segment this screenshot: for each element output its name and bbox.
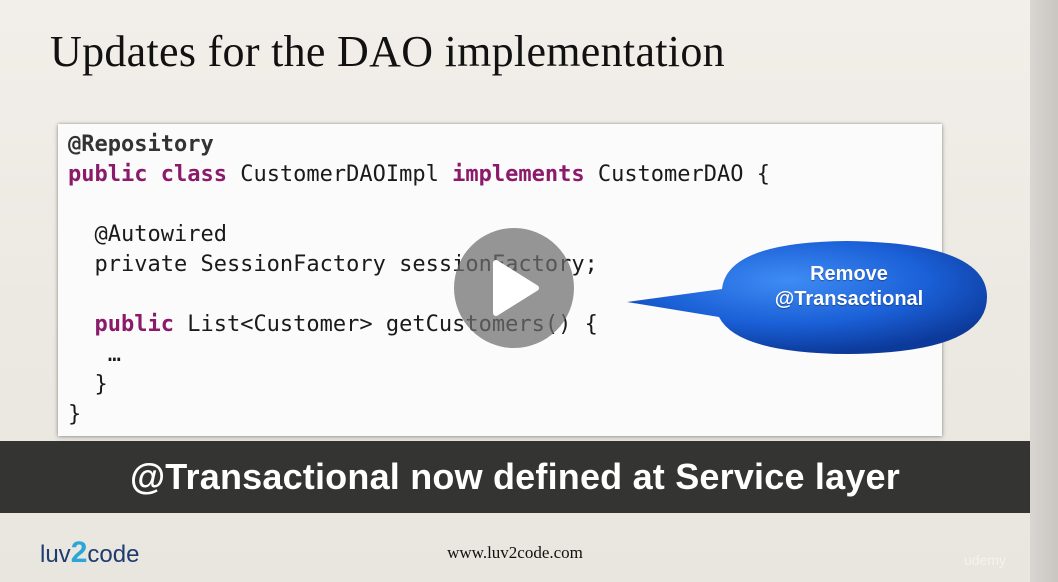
code-keyword: implements — [452, 162, 585, 187]
slide-title: Updates for the DAO implementation — [50, 27, 725, 76]
caption-text: @Transactional now defined at Service la… — [130, 456, 900, 497]
player-edge — [1030, 0, 1058, 582]
code-text: CustomerDAOImpl — [226, 162, 453, 187]
code-line-7: } — [68, 372, 108, 397]
logo-text-3: code — [87, 541, 140, 568]
footer-url: www.luv2code.com — [447, 543, 583, 562]
luv2code-logo: luv2code — [40, 536, 139, 572]
code-text: CustomerDAO { — [584, 162, 771, 187]
caption-bar: @Transactional now defined at Service la… — [0, 441, 1030, 513]
logo-text-2: 2 — [70, 536, 88, 569]
play-icon — [493, 260, 539, 316]
code-line-8: } — [68, 402, 82, 427]
udemy-watermark: udemy — [964, 552, 1007, 568]
code-line-3: @Autowired — [68, 222, 227, 247]
callout-line-1: Remove — [810, 263, 888, 285]
code-keyword: public — [68, 312, 174, 337]
logo-text-1: luv — [40, 541, 71, 568]
code-line-6: … — [68, 342, 121, 367]
code-line-2: public class CustomerDAOImpl implements … — [68, 162, 770, 187]
code-keyword: public class — [68, 162, 227, 187]
callout-line-2: @Transactional — [774, 288, 924, 310]
callout-text: Remove @Transactional — [713, 262, 985, 312]
play-button[interactable] — [454, 228, 574, 348]
callout-bubble — [627, 241, 987, 354]
code-line-1: @Repository — [68, 132, 214, 157]
